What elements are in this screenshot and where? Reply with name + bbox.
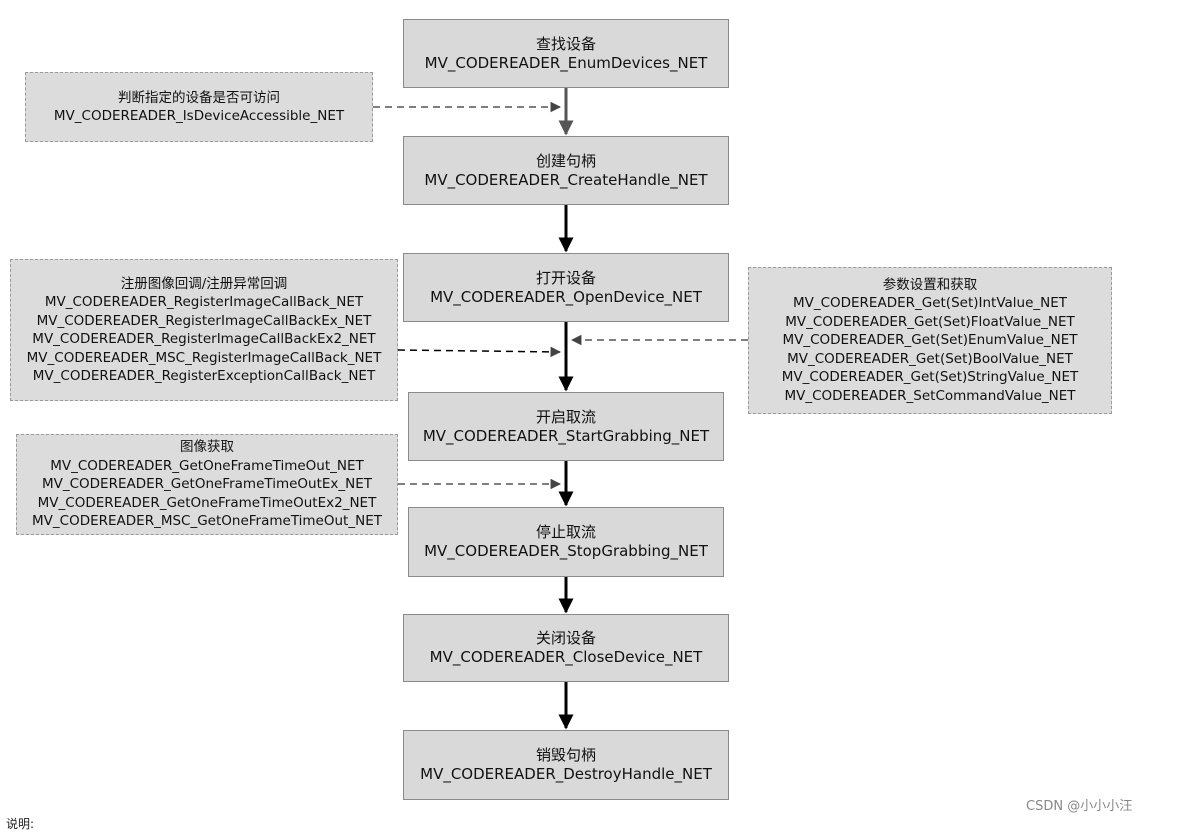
step-destroy-handle: 销毁句柄 MV_CODEREADER_DestroyHandle_NET (403, 730, 729, 800)
step-title: 停止取流 (535, 523, 596, 541)
side-title: 注册图像回调/注册异常回调 (120, 275, 288, 292)
step-start-grabbing: 开启取流 MV_CODEREADER_StartGrabbing_NET (408, 392, 724, 461)
step-title: 查找设备 (535, 34, 596, 53)
side-api: MV_CODEREADER_GetOneFrameTimeOut_NET (50, 457, 364, 474)
side-register-callbacks: 注册图像回调/注册异常回调 MV_CODEREADER_RegisterImag… (10, 259, 398, 401)
side-api: MV_CODEREADER_Get(Set)FloatValue_NET (785, 313, 1075, 330)
side-api: MV_CODEREADER_Get(Set)StringValue_NET (781, 369, 1079, 386)
side-api: MV_CODEREADER_IsDeviceAccessible_NET (53, 108, 345, 124)
step-api: MV_CODEREADER_EnumDevices_NET (424, 53, 708, 72)
step-title: 打开设备 (535, 268, 596, 287)
side-title: 图像获取 (180, 439, 234, 456)
step-create-handle: 创建句柄 MV_CODEREADER_CreateHandle_NET (403, 136, 729, 205)
side-api: MV_CODEREADER_MSC_GetOneFrameTimeOut_NET (32, 513, 382, 530)
step-api: MV_CODEREADER_OpenDevice_NET (430, 287, 702, 306)
step-title: 销毁句柄 (535, 746, 596, 764)
step-close-device: 关闭设备 MV_CODEREADER_CloseDevice_NET (403, 614, 729, 682)
side-api: MV_CODEREADER_SetCommandValue_NET (784, 387, 1076, 404)
step-api: MV_CODEREADER_CloseDevice_NET (429, 648, 703, 666)
step-api: MV_CODEREADER_StartGrabbing_NET (422, 426, 710, 445)
side-api: MV_CODEREADER_Get(Set)IntValue_NET (792, 295, 1068, 312)
side-title: 判断指定的设备是否可访问 (118, 89, 280, 106)
side-api: MV_CODEREADER_RegisterImageCallBackEx_NE… (36, 312, 372, 329)
step-api: MV_CODEREADER_DestroyHandle_NET (420, 765, 712, 783)
step-api: MV_CODEREADER_CreateHandle_NET (424, 170, 708, 189)
side-api: MV_CODEREADER_GetOneFrameTimeOutEx_NET (41, 476, 373, 493)
side-image-acquisition: 图像获取 MV_CODEREADER_GetOneFrameTimeOut_NE… (16, 434, 398, 535)
side-parameter-settings: 参数设置和获取 MV_CODEREADER_Get(Set)IntValue_N… (748, 267, 1112, 414)
footer-note: 说明: (6, 817, 35, 831)
side-api: MV_CODEREADER_GetOneFrameTimeOutEx2_NET (37, 494, 377, 511)
side-api: MV_CODEREADER_MSC_RegisterImageCallBack_… (26, 349, 382, 366)
side-api: MV_CODEREADER_Get(Set)BoolValue_NET (787, 350, 1073, 367)
side-api: MV_CODEREADER_RegisterImageCallBackEx2_N… (32, 331, 376, 347)
side-api: MV_CODEREADER_Get(Set)EnumValue_NET (782, 332, 1078, 349)
side-api: MV_CODEREADER_RegisterImageCallBack_NET (44, 294, 364, 310)
step-title: 关闭设备 (535, 629, 596, 647)
step-enum-devices: 查找设备 MV_CODEREADER_EnumDevices_NET (403, 19, 729, 88)
step-api: MV_CODEREADER_StopGrabbing_NET (424, 542, 708, 560)
side-device-accessible: 判断指定的设备是否可访问 MV_CODEREADER_IsDeviceAcces… (25, 72, 373, 142)
step-stop-grabbing: 停止取流 MV_CODEREADER_StopGrabbing_NET (408, 507, 724, 577)
step-title: 开启取流 (535, 407, 596, 426)
step-open-device: 打开设备 MV_CODEREADER_OpenDevice_NET (403, 253, 729, 322)
side-api: MV_CODEREADER_RegisterExceptionCallBack_… (32, 368, 376, 384)
step-title: 创建句柄 (535, 151, 596, 170)
side-title: 参数设置和获取 (882, 276, 978, 293)
dashed-arrow-callbacks (397, 346, 562, 358)
watermark: CSDN @小小小汪 (1026, 799, 1133, 814)
